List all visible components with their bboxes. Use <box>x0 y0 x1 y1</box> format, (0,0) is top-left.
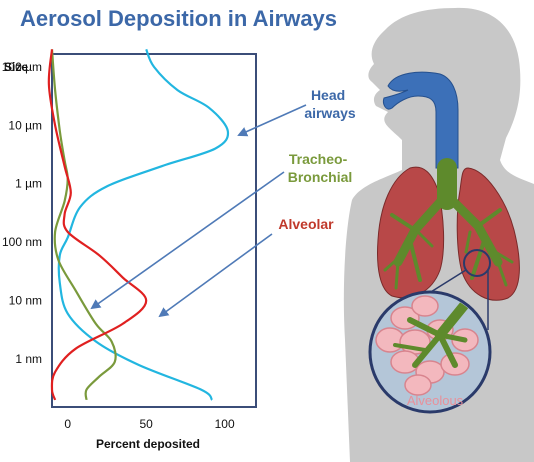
bronchiole <box>407 317 443 338</box>
bronchiole <box>437 332 468 343</box>
right-lung <box>456 167 520 301</box>
x-tick-labels: 0 50 100 <box>64 417 235 431</box>
bronchial-tree <box>383 158 514 290</box>
callout-labels: Head airways Tracheo- Bronchial Alveolar <box>278 87 356 232</box>
upper-airways <box>383 71 459 169</box>
right-branch-1 <box>476 208 502 228</box>
y-tick-labels: 100 µm 10 µm 1 µm 100 nm 10 nm 1 nm <box>2 60 42 366</box>
callout-arrows <box>90 104 307 318</box>
series-line-tracheo-bronchial <box>50 49 117 401</box>
x-tick-label: 100 <box>215 417 235 431</box>
head-airways-label: Head airways <box>304 87 356 121</box>
y-tick-label: 1 µm <box>15 177 42 191</box>
bronchiole <box>393 343 427 352</box>
diagram-title: Aerosol Deposition in Airways <box>20 6 338 31</box>
alveolar-arrow <box>158 233 273 318</box>
bronchiole <box>412 332 443 368</box>
tracheo-label-line2: Bronchial <box>288 169 353 185</box>
tracheo-bronchial-label: Tracheo- Bronchial <box>288 151 353 185</box>
alveoli-zoom: Alveolous <box>368 290 492 414</box>
right-branch-5 <box>496 260 508 287</box>
series-line-head-airways <box>57 48 230 401</box>
tracheo-arrow <box>90 171 285 310</box>
left-branch-4 <box>416 230 434 248</box>
left-branch-3 <box>383 253 404 272</box>
alveolar-label: Alveolar <box>278 216 334 232</box>
y-tick-label: 10 µm <box>8 118 42 132</box>
y-tick-label: 10 nm <box>9 294 42 308</box>
x-tick-label: 0 <box>64 417 71 431</box>
left-branch-5 <box>394 260 400 290</box>
tracheo-label-line1: Tracheo- <box>289 151 348 167</box>
nasal-oral-airway <box>383 71 459 169</box>
alveolus <box>411 295 439 317</box>
left-branch-2 <box>408 238 422 282</box>
bronchiole <box>437 332 458 368</box>
zoom-source-circle <box>463 249 491 277</box>
left-branch-1 <box>390 213 417 232</box>
x-tick-label: 50 <box>139 417 153 431</box>
x-axis-label: Percent deposited <box>96 437 200 451</box>
series-line-alveolar <box>47 49 148 401</box>
head-airways-label-line1: Head <box>311 87 345 103</box>
right-branch-3 <box>490 248 514 264</box>
head-airways-label-line2: airways <box>304 105 356 121</box>
y-tick-label: 100 µm <box>2 60 42 74</box>
y-axis-label: Size <box>4 60 28 74</box>
plot-frame <box>51 53 257 408</box>
y-tick-label: 1 nm <box>15 352 42 366</box>
right-branch-2 <box>470 236 487 280</box>
series-lines <box>47 48 230 401</box>
deposition-chart: Size 100 µm 10 µm 1 µm 100 nm 10 nm 1 nm 0 50 1… <box>2 48 257 451</box>
alveolus <box>404 374 432 396</box>
head-arrow <box>237 104 307 137</box>
y-tick-label: 100 nm <box>2 235 42 249</box>
alveolous-label: Alveolous <box>407 393 464 408</box>
right-branch-4 <box>464 230 472 254</box>
